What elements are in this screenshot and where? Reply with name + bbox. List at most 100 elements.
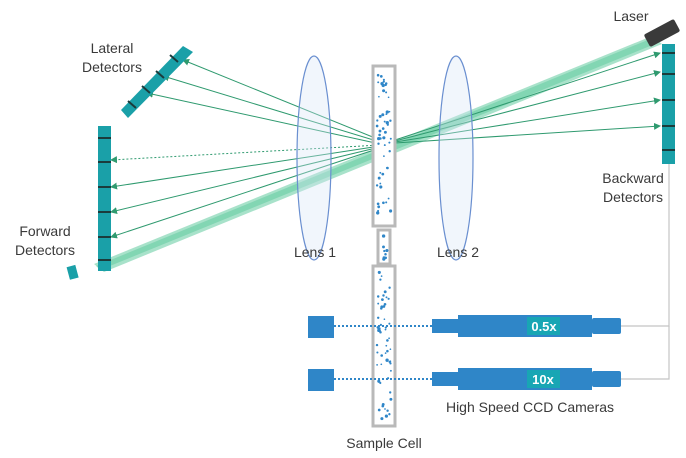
particle xyxy=(379,171,382,174)
particle xyxy=(382,80,385,83)
particle xyxy=(380,354,384,357)
particle xyxy=(384,328,387,331)
particle xyxy=(381,404,385,408)
particle xyxy=(387,197,390,200)
particle xyxy=(385,110,389,114)
particle xyxy=(382,201,385,205)
particle xyxy=(376,364,378,366)
particle xyxy=(376,119,379,122)
particle xyxy=(378,129,382,133)
particle xyxy=(386,349,389,353)
particle xyxy=(377,205,381,209)
forward-detectors-label-line2: Detectors xyxy=(15,242,75,258)
particle xyxy=(379,185,383,189)
lateral-rays xyxy=(146,59,381,145)
backward-detector-array xyxy=(662,44,675,164)
particle xyxy=(388,322,391,325)
particle xyxy=(385,113,388,116)
particle xyxy=(380,417,384,421)
particle xyxy=(389,209,393,213)
particle xyxy=(385,344,388,347)
particle xyxy=(378,95,380,98)
particle xyxy=(383,120,386,123)
lens-1 xyxy=(296,55,332,261)
particle xyxy=(382,89,386,93)
particle xyxy=(379,182,382,185)
forward-detectors-label-line1: Forward xyxy=(19,223,70,239)
particle xyxy=(385,296,388,299)
particle xyxy=(383,318,386,321)
particle xyxy=(376,211,380,215)
particle xyxy=(379,331,382,334)
particle xyxy=(389,369,392,372)
particle xyxy=(379,278,382,281)
particle xyxy=(377,270,381,274)
particle xyxy=(384,326,387,329)
particle xyxy=(385,91,388,94)
particle xyxy=(387,96,390,99)
particle xyxy=(377,302,380,305)
backward-detectors-label-line1: Backward xyxy=(602,170,663,186)
particle xyxy=(388,413,391,416)
particle xyxy=(382,294,385,297)
particle xyxy=(383,130,387,134)
particle xyxy=(379,75,383,78)
particle xyxy=(384,83,387,87)
lens-2 xyxy=(438,55,474,261)
lateral-detector-array xyxy=(121,46,193,118)
particle xyxy=(381,172,385,176)
lens-2-label: Lens 2 xyxy=(437,244,479,260)
particle xyxy=(388,337,390,340)
particle xyxy=(381,127,385,130)
backward-detectors-label-line2: Detectors xyxy=(603,189,663,205)
particle xyxy=(385,166,389,169)
particle xyxy=(389,397,393,401)
particle xyxy=(377,316,380,319)
particle xyxy=(382,78,385,81)
particle xyxy=(389,348,392,351)
lateral-detectors-label-line2: Detectors xyxy=(82,59,142,75)
particle xyxy=(377,327,381,331)
particle xyxy=(382,136,385,139)
particle xyxy=(375,184,379,187)
particle xyxy=(388,286,391,289)
particle xyxy=(378,133,381,137)
camera-signal-lines xyxy=(621,164,670,380)
particle xyxy=(384,414,388,418)
particle xyxy=(384,256,387,260)
particle xyxy=(382,245,385,249)
particle xyxy=(375,124,379,128)
laser-source-icon xyxy=(644,19,680,47)
laser-label: Laser xyxy=(613,8,648,24)
particle xyxy=(388,110,391,113)
particle xyxy=(386,339,389,342)
particle xyxy=(381,234,386,238)
particle xyxy=(383,144,386,147)
particle xyxy=(380,275,383,277)
particle xyxy=(376,351,379,354)
particle xyxy=(389,362,392,365)
particle xyxy=(385,358,389,362)
particle xyxy=(376,73,380,77)
particle xyxy=(377,408,381,412)
particle xyxy=(377,81,380,84)
particle xyxy=(377,176,381,180)
particle xyxy=(375,343,379,347)
particle xyxy=(377,379,381,383)
particle xyxy=(381,298,384,301)
particle xyxy=(383,249,386,253)
sample-particles xyxy=(375,73,393,421)
particle xyxy=(389,137,392,140)
light-source-bottom xyxy=(308,369,334,391)
forward-rays xyxy=(110,144,381,239)
particle xyxy=(384,253,387,256)
particle xyxy=(382,305,386,308)
particle xyxy=(389,391,392,394)
particle xyxy=(389,360,392,363)
particle xyxy=(386,409,389,412)
camera-light-paths xyxy=(334,325,432,380)
particle xyxy=(384,408,386,410)
particle xyxy=(377,136,381,141)
particle xyxy=(388,141,391,144)
